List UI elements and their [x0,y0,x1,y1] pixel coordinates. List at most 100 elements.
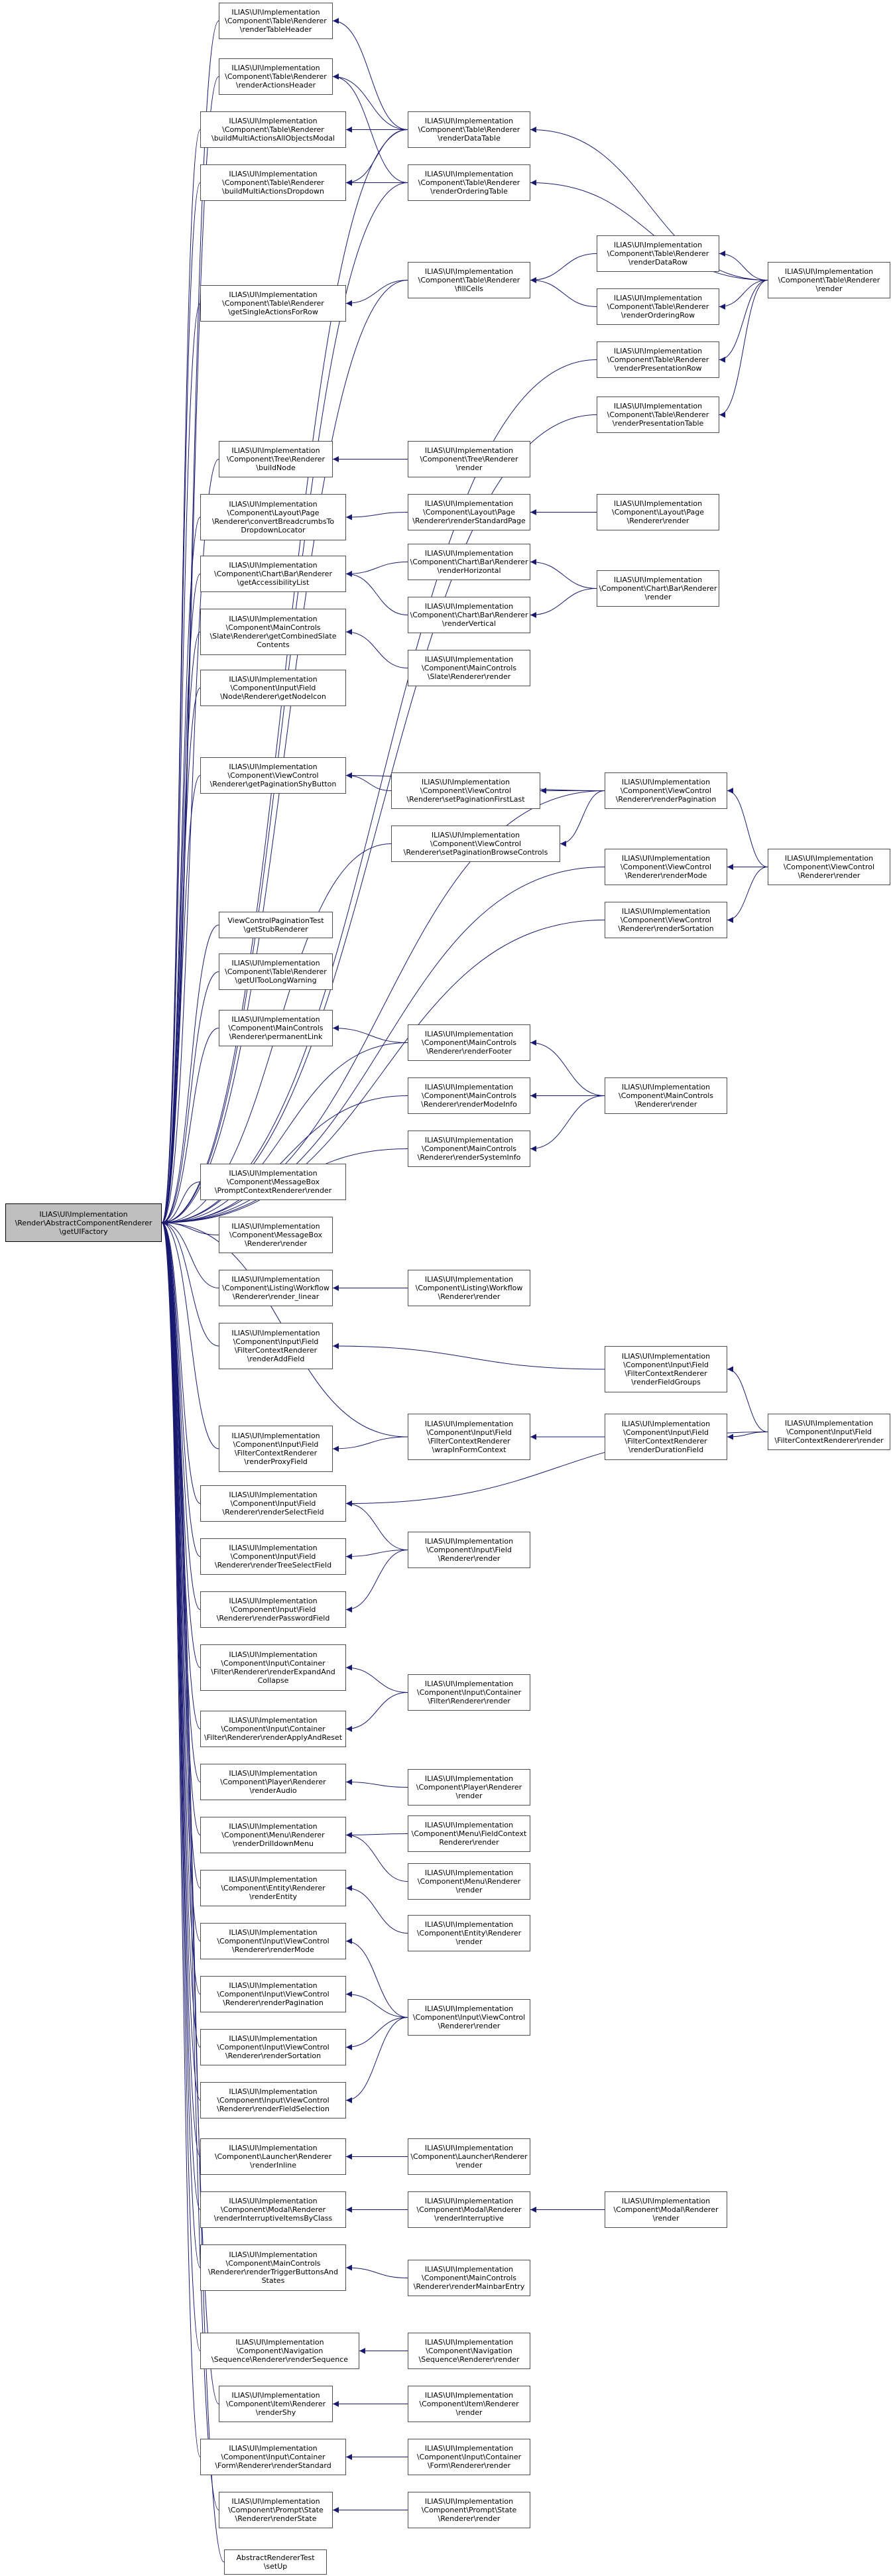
function-node-n75[interactable]: ILIAS\UI\Implementation\Component\MainCo… [408,2260,530,2296]
function-node-n34[interactable]: ILIAS\UI\Implementation\Component\Table\… [219,953,333,990]
function-node-n62[interactable]: ILIAS\UI\Implementation\Component\Entity… [200,1870,346,1906]
function-node-n84[interactable]: AbstractRendererTest\setUp [224,2549,327,2575]
node-label-line: \render [455,2408,483,2417]
node-label-line: \render [455,1937,483,1946]
function-node-n59[interactable]: ILIAS\UI\Implementation\Component\Menu\R… [200,1817,346,1853]
function-node-n64[interactable]: ILIAS\UI\Implementation\Component\Input\… [200,1923,346,1959]
call-edge [161,920,605,1226]
function-node-n11[interactable]: ILIAS\UI\Implementation\Component\Table\… [597,341,719,378]
function-node-n68[interactable]: ILIAS\UI\Implementation\Component\Input\… [200,2082,346,2118]
function-node-n19[interactable]: ILIAS\UI\Implementation\Component\Chart\… [200,556,346,592]
function-node-n22[interactable]: ILIAS\UI\Implementation\Component\Chart\… [597,570,719,607]
function-node-n4[interactable]: ILIAS\UI\Implementation\Component\Table\… [200,164,346,201]
function-node-n82[interactable]: ILIAS\UI\Implementation\Component\Prompt… [219,2492,333,2528]
function-node-n2[interactable]: ILIAS\UI\Implementation\Component\Table\… [219,58,333,95]
function-node-n57[interactable]: ILIAS\UI\Implementation\Component\Player… [200,1764,346,1800]
function-node-n49[interactable]: ILIAS\UI\Implementation\Component\Input\… [768,1414,890,1450]
function-node-n17[interactable]: ILIAS\UI\Implementation\Component\Layout… [408,494,530,530]
function-node-n73[interactable]: ILIAS\UI\Implementation\Component\Modal\… [605,2191,727,2228]
function-node-n29[interactable]: ILIAS\UI\Implementation\Component\ViewCo… [605,772,727,809]
node-label-line: \Renderer\renderMode [625,871,707,880]
function-node-n30[interactable]: ILIAS\UI\Implementation\Component\ViewCo… [605,849,727,885]
node-label-line: ILIAS\UI\Implementation [229,2144,318,2152]
function-node-n56[interactable]: ILIAS\UI\Implementation\Component\Input\… [200,1711,346,1747]
function-node-n24[interactable]: ILIAS\UI\Implementation\Component\MainCo… [408,650,530,686]
function-node-n70[interactable]: ILIAS\UI\Implementation\Component\Launch… [408,2138,530,2175]
function-node-n76[interactable]: ILIAS\UI\Implementation\Component\Naviga… [200,2333,359,2369]
function-node-n42[interactable]: ILIAS\UI\Implementation\Component\Listin… [219,1270,333,1306]
function-node-n58[interactable]: ILIAS\UI\Implementation\Component\Player… [408,1769,530,1806]
function-node-n55[interactable]: ILIAS\UI\Implementation\Component\Input\… [408,1674,530,1711]
function-node-n46[interactable]: ILIAS\UI\Implementation\Component\Input\… [219,1426,333,1472]
function-node-n31[interactable]: ILIAS\UI\Implementation\Component\ViewCo… [605,902,727,938]
node-label-line: \getUITooLongWarning [235,976,317,985]
function-node-n23[interactable]: ILIAS\UI\Implementation\Component\MainCo… [200,609,346,655]
function-node-n14[interactable]: ILIAS\UI\Implementation\Component\Tree\R… [219,441,333,477]
function-node-n60[interactable]: ILIAS\UI\Implementation\Component\Menu\F… [408,1815,530,1852]
function-node-n54[interactable]: ILIAS\UI\Implementation\Component\Input\… [200,1644,346,1691]
function-node-n50[interactable]: ILIAS\UI\Implementation\Component\Input\… [200,1485,346,1522]
function-node-n27[interactable]: ILIAS\UI\Implementation\Component\ViewCo… [391,772,540,809]
function-node-n44[interactable]: ILIAS\UI\Implementation\Component\Input\… [219,1323,333,1369]
function-node-n20[interactable]: ILIAS\UI\Implementation\Component\Chart\… [408,544,530,580]
function-node-n52[interactable]: ILIAS\UI\Implementation\Component\Input\… [408,1532,530,1568]
function-node-n45[interactable]: ILIAS\UI\Implementation\Component\Input\… [605,1346,727,1392]
function-node-n43[interactable]: ILIAS\UI\Implementation\Component\Listin… [408,1270,530,1306]
function-node-n37[interactable]: ILIAS\UI\Implementation\Component\MainCo… [408,1077,530,1114]
node-label-line: ILIAS\UI\Implementation [424,1821,514,1829]
function-node-n32[interactable]: ILIAS\UI\Implementation\Component\ViewCo… [768,849,890,885]
function-node-n78[interactable]: ILIAS\UI\Implementation\Component\Item\R… [219,2386,333,2422]
root-function-node[interactable]: ILIAS\UI\Implementation\Render\AbstractC… [5,1203,162,1242]
function-node-n80[interactable]: ILIAS\UI\Implementation\Component\Input\… [200,2439,346,2475]
function-node-n12[interactable]: ILIAS\UI\Implementation\Component\Table\… [597,397,719,433]
function-node-n79[interactable]: ILIAS\UI\Implementation\Component\Item\R… [408,2386,530,2422]
function-node-n35[interactable]: ILIAS\UI\Implementation\Component\MainCo… [219,1010,333,1046]
function-node-n16[interactable]: ILIAS\UI\Implementation\Component\Layout… [200,494,346,540]
function-node-n40[interactable]: ILIAS\UI\Implementation\Component\Messag… [200,1164,346,1200]
function-node-n69[interactable]: ILIAS\UI\Implementation\Component\Launch… [200,2138,346,2175]
function-node-n63[interactable]: ILIAS\UI\Implementation\Component\Entity… [408,1915,530,1951]
call-edge [345,629,408,668]
function-node-n28[interactable]: ILIAS\UI\Implementation\Component\ViewCo… [391,826,560,862]
function-node-n10[interactable]: ILIAS\UI\Implementation\Component\Table\… [597,288,719,325]
function-node-n38[interactable]: ILIAS\UI\Implementation\Component\MainCo… [605,1077,727,1114]
function-node-n74[interactable]: ILIAS\UI\Implementation\Component\MainCo… [200,2244,346,2291]
function-node-n48[interactable]: ILIAS\UI\Implementation\Component\Input\… [605,1414,727,1460]
function-node-n83[interactable]: ILIAS\UI\Implementation\Component\Prompt… [408,2492,530,2528]
function-node-n65[interactable]: ILIAS\UI\Implementation\Component\Input\… [200,1976,346,2012]
function-node-n18[interactable]: ILIAS\UI\Implementation\Component\Layout… [597,494,719,530]
function-node-n51[interactable]: ILIAS\UI\Implementation\Component\Input\… [200,1538,346,1575]
node-label-line: ILIAS\UI\Implementation [424,1920,514,1929]
node-label-line: \Component\Input\ViewControl [217,1990,329,1998]
function-node-n1[interactable]: ILIAS\UI\Implementation\Component\Table\… [219,3,333,39]
function-node-n6[interactable]: ILIAS\UI\Implementation\Component\Table\… [408,111,530,148]
function-node-n33[interactable]: ViewControlPaginationTest\getStubRendere… [219,912,333,938]
node-label-line: \Component\MainControls [228,1024,324,1032]
node-label-line: \Component\Table\Renderer [225,967,327,976]
function-node-n13[interactable]: ILIAS\UI\Implementation\Component\Table\… [768,262,890,298]
function-node-n66[interactable]: ILIAS\UI\Implementation\Component\Input\… [408,1999,530,2036]
function-node-n21[interactable]: ILIAS\UI\Implementation\Component\Chart\… [408,597,530,633]
function-node-n77[interactable]: ILIAS\UI\Implementation\Component\Naviga… [408,2333,530,2369]
node-label-line: ILIAS\UI\Implementation [424,117,514,125]
function-node-n72[interactable]: ILIAS\UI\Implementation\Component\Modal\… [408,2191,530,2228]
function-node-n7[interactable]: ILIAS\UI\Implementation\Component\Table\… [408,164,530,201]
function-node-n71[interactable]: ILIAS\UI\Implementation\Component\Modal\… [200,2191,346,2228]
function-node-n25[interactable]: ILIAS\UI\Implementation\Component\Input\… [200,670,346,706]
function-node-n9[interactable]: ILIAS\UI\Implementation\Component\Table\… [597,235,719,272]
function-node-n53[interactable]: ILIAS\UI\Implementation\Component\Input\… [200,1591,346,1628]
function-node-n26[interactable]: ILIAS\UI\Implementation\Component\ViewCo… [200,757,346,794]
function-node-n15[interactable]: ILIAS\UI\Implementation\Component\Tree\R… [408,441,530,477]
node-label-line: \Component\ViewControl [430,839,522,848]
function-node-n67[interactable]: ILIAS\UI\Implementation\Component\Input\… [200,2029,346,2065]
function-node-n5[interactable]: ILIAS\UI\Implementation\Component\Table\… [200,285,346,322]
function-node-n39[interactable]: ILIAS\UI\Implementation\Component\MainCo… [408,1131,530,1167]
function-node-n61[interactable]: ILIAS\UI\Implementation\Component\Menu\R… [408,1863,530,1900]
function-node-n81[interactable]: ILIAS\UI\Implementation\Component\Input\… [408,2439,530,2475]
node-label-line: ILIAS\UI\Implementation [424,2391,514,2400]
function-node-n41[interactable]: ILIAS\UI\Implementation\Component\Messag… [219,1217,333,1253]
function-node-n47[interactable]: ILIAS\UI\Implementation\Component\Input\… [408,1414,530,1460]
function-node-n36[interactable]: ILIAS\UI\Implementation\Component\MainCo… [408,1024,530,1061]
function-node-n8[interactable]: ILIAS\UI\Implementation\Component\Table\… [408,262,530,298]
function-node-n3[interactable]: ILIAS\UI\Implementation\Component\Table\… [200,111,346,148]
